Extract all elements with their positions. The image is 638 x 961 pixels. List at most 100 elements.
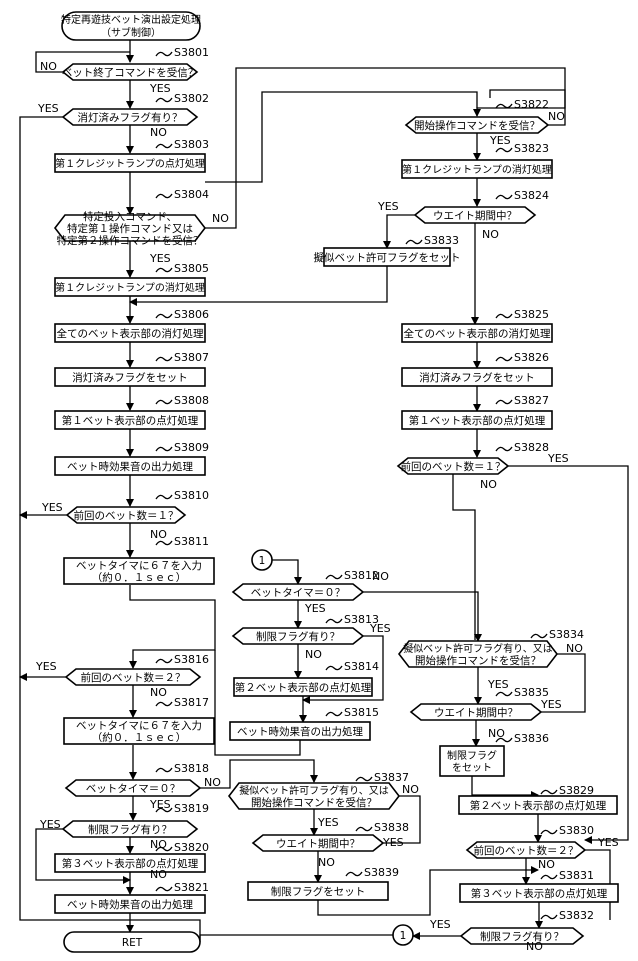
s3815-label: S3815 bbox=[344, 706, 379, 719]
s3833-label-tick bbox=[406, 240, 422, 244]
s3810-label: S3810 bbox=[174, 489, 209, 502]
s3811-label-tick bbox=[156, 541, 172, 545]
s3817-text: （約０．１ｓｅｃ） bbox=[92, 731, 187, 744]
s3825-label-tick bbox=[496, 314, 512, 318]
branch-no-label: NO bbox=[548, 110, 565, 123]
s3807-label: S3807 bbox=[174, 351, 209, 364]
s3837-text: 開始操作コマンドを受信？ bbox=[251, 796, 377, 809]
s3836-text: をセット bbox=[452, 762, 492, 774]
s3815-label-tick bbox=[326, 712, 342, 716]
s3833-label: S3833 bbox=[424, 234, 459, 247]
s3804-label-tick bbox=[156, 194, 172, 198]
s3834-text: 開始操作コマンドを受信？ bbox=[415, 654, 541, 667]
branch-no-label: NO bbox=[150, 686, 167, 699]
branch-no-label: NO bbox=[538, 858, 555, 871]
s3821-label: S3821 bbox=[174, 881, 209, 894]
s3827-label-tick bbox=[496, 400, 512, 404]
s3804-text: 特定投入コマンド、 bbox=[83, 210, 177, 223]
branch-no-label: NO bbox=[566, 642, 583, 655]
s3820-label: S3820 bbox=[174, 841, 209, 854]
s3808-label-tick bbox=[156, 400, 172, 404]
branch-yes-label: YES bbox=[489, 134, 511, 147]
s3803-label: S3803 bbox=[174, 138, 209, 151]
s3806-label: S3806 bbox=[174, 308, 209, 321]
s3811-text: （約０．１ｓｅｃ） bbox=[92, 571, 187, 584]
s3833-text: 擬似ベット許可フラグをセット bbox=[314, 251, 461, 264]
branch-yes-label: YES bbox=[149, 798, 171, 811]
s3826-label: S3826 bbox=[514, 351, 549, 364]
s3834-text: 擬似ベット許可フラグ有り、又は bbox=[403, 642, 553, 655]
branch-yes-label: YES bbox=[149, 82, 171, 95]
s3831-label-tick bbox=[541, 875, 557, 879]
s3824-label-tick bbox=[496, 195, 512, 199]
branch-yes-label: YES bbox=[487, 678, 509, 691]
s3828-label-tick bbox=[496, 447, 512, 451]
branch-yes-label: YES bbox=[547, 452, 569, 465]
connector-1-top-label: 1 bbox=[259, 555, 266, 567]
s3827-text: 第１ベット表示部の点灯処理 bbox=[409, 414, 546, 427]
s3824-text: ウエイト期間中？ bbox=[433, 209, 517, 222]
s3810-label-tick bbox=[156, 495, 172, 499]
branch-yes-label: YES bbox=[597, 836, 619, 849]
s3837-label-tick bbox=[356, 777, 372, 781]
s3803-text: 第１クレジットランプの点灯処理 bbox=[55, 157, 205, 170]
s3828-text: 前回のベット数＝１？ bbox=[401, 460, 506, 473]
s3805-label-tick bbox=[156, 268, 172, 272]
s3820-text: 第３ベット表示部の点灯処理 bbox=[62, 857, 199, 870]
s3823-label-tick bbox=[496, 148, 512, 152]
s3827-label: S3827 bbox=[514, 394, 549, 407]
s3828-label: S3828 bbox=[514, 441, 549, 454]
s3824-label: S3824 bbox=[514, 189, 549, 202]
s3812-label-tick bbox=[326, 575, 342, 579]
s3802-label: S3802 bbox=[174, 92, 209, 105]
branch-yes-label: YES bbox=[317, 816, 339, 829]
s3832-label-tick bbox=[541, 915, 557, 919]
s3813-text: 制限フラグ有り？ bbox=[256, 630, 340, 643]
branch-no-label: NO bbox=[150, 838, 167, 851]
s3804-label: S3804 bbox=[174, 188, 209, 201]
start-title: 特定再遊技ベット演出設定処理 bbox=[61, 13, 201, 26]
s3819-label: S3819 bbox=[174, 802, 209, 815]
branch-no-label: NO bbox=[526, 940, 543, 953]
s3823-label: S3823 bbox=[514, 142, 549, 155]
s3817-label-tick bbox=[156, 702, 172, 706]
s3839-label: S3839 bbox=[364, 866, 399, 879]
s3816-text: 前回のベット数＝２？ bbox=[81, 671, 186, 684]
s3830-text: 前回のベット数＝２？ bbox=[474, 844, 579, 857]
s3802-text: 消灯済みフラグ有り？ bbox=[78, 111, 183, 124]
branch-yes-label: YES bbox=[540, 698, 562, 711]
s3834-label-tick bbox=[531, 634, 547, 638]
s3838-text: ウエイト期間中？ bbox=[276, 837, 360, 850]
s3838-label: S3838 bbox=[374, 821, 409, 834]
branch-yes-label: YES bbox=[382, 836, 404, 849]
s3814-label: S3814 bbox=[344, 660, 379, 673]
flow-line bbox=[200, 935, 393, 942]
s3801-label-tick bbox=[156, 52, 172, 56]
s3815-text: ベット時効果音の出力処理 bbox=[237, 725, 363, 738]
s3821-text: ベット時効果音の出力処理 bbox=[67, 898, 193, 911]
s3836-label: S3836 bbox=[514, 732, 549, 745]
branch-no-label: NO bbox=[318, 856, 335, 869]
s3804-text: 特定第１操作コマンド又は bbox=[67, 222, 193, 235]
s3809-label-tick bbox=[156, 447, 172, 451]
s3810-text: 前回のベット数＝１？ bbox=[74, 509, 179, 522]
branch-yes-label: YES bbox=[35, 660, 57, 673]
s3825-label: S3825 bbox=[514, 308, 549, 321]
s3808-text: 第１ベット表示部の点灯処理 bbox=[62, 414, 199, 427]
s3811-text: ベットタイマに６７を入力 bbox=[76, 559, 202, 572]
s3807-label-tick bbox=[156, 357, 172, 361]
start-subtitle: （サブ制御） bbox=[101, 26, 161, 39]
s3834-label: S3834 bbox=[549, 628, 584, 641]
connector-1-bottom-label: 1 bbox=[400, 930, 407, 942]
s3822-text: 開始操作コマンドを受信？ bbox=[414, 119, 540, 132]
s3819-text: 制限フラグ有り？ bbox=[88, 823, 172, 836]
s3814-text: 第２ベット表示部の点灯処理 bbox=[235, 681, 372, 694]
s3829-label-tick bbox=[541, 790, 557, 794]
s3831-label: S3831 bbox=[559, 869, 594, 882]
s3823-text: 第１クレジットランプの消灯処理 bbox=[402, 163, 552, 176]
s3830-label: S3830 bbox=[559, 824, 594, 837]
branch-yes-label: YES bbox=[304, 602, 326, 615]
branch-yes-label: YES bbox=[37, 102, 59, 115]
s3836-text: 制限フラグ bbox=[447, 749, 497, 762]
s3816-label: S3816 bbox=[174, 653, 209, 666]
